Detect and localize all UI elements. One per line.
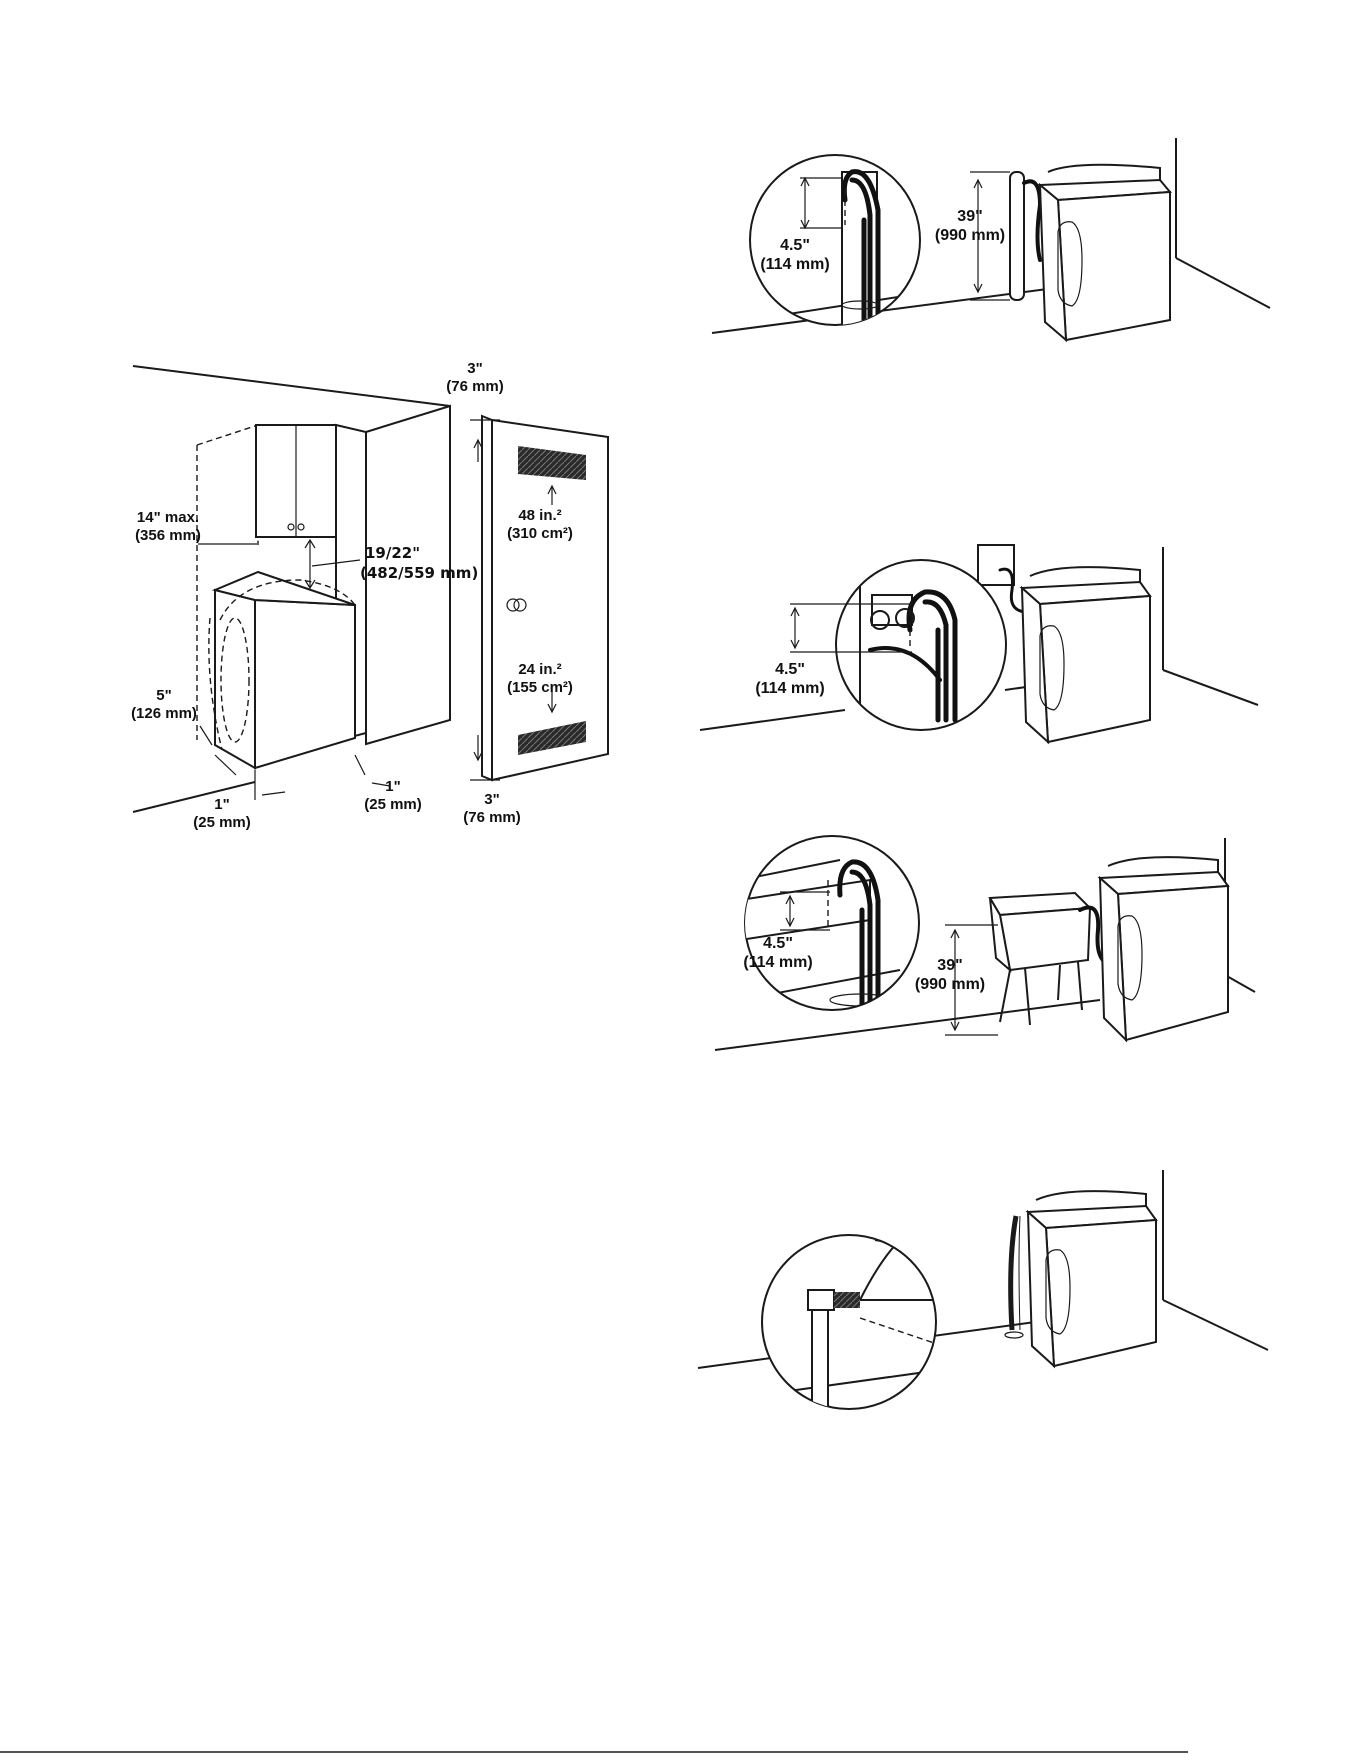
floor-drain-figure	[698, 1170, 1268, 1415]
standpipe-height: 39"	[957, 208, 982, 225]
door-top-margin-mm: (76 mm)	[446, 378, 504, 395]
washer-floor-drain	[1028, 1191, 1156, 1366]
top-vent-area-metric: (310 cm²)	[507, 525, 573, 542]
wall-drain-detail-circle	[836, 560, 1006, 730]
door-bottom-margin-mm: (76 mm)	[463, 809, 521, 826]
laundry-tub-insert-depth: 4.5"	[763, 935, 793, 952]
standpipe-height-mm: (990 mm)	[935, 227, 1005, 244]
standpipe	[1010, 172, 1024, 300]
washer-in-closet	[209, 572, 355, 768]
wall-drain-insert-depth-mm: (114 mm)	[755, 680, 824, 697]
bottom-vent-area: 24 in.²	[518, 661, 561, 678]
washer-laundry-tub	[1100, 857, 1228, 1040]
standpipe-insert-depth-mm: (114 mm)	[760, 256, 829, 273]
left-gap: 1"	[214, 796, 229, 813]
wall-drain-insert-depth: 4.5"	[775, 661, 805, 678]
cabinet-clearance-mm: (482/559 mm)	[360, 564, 478, 582]
right-gap-mm: (25 mm)	[364, 796, 422, 813]
wall-drain-figure	[700, 545, 1258, 742]
shelf-clearance: 14" max.	[137, 509, 199, 526]
side-clearance-mm: (126 mm)	[131, 705, 197, 722]
shelf-clearance-mm: (356 mm)	[135, 527, 201, 544]
bottom-vent-area-metric: (155 cm²)	[507, 679, 573, 696]
top-vent-area: 48 in.²	[518, 507, 561, 524]
cabinet-clearance: 19/22"	[365, 544, 420, 562]
closet-door-edge	[482, 416, 492, 780]
washer-standpipe	[1040, 165, 1170, 340]
laundry-tub-height: 39"	[937, 957, 962, 974]
door-top-margin: 3"	[467, 360, 482, 377]
washer-wall-drain	[1022, 567, 1150, 742]
closet-installation-figure	[133, 366, 608, 812]
side-clearance: 5"	[156, 687, 171, 704]
standpipe-detail-circle	[750, 155, 920, 325]
wall-drain-box	[978, 545, 1014, 585]
door-bottom-margin: 3"	[484, 791, 499, 808]
laundry-tub-height-mm: (990 mm)	[915, 976, 985, 993]
laundry-tub-figure	[715, 836, 1255, 1050]
standpipe-insert-depth: 4.5"	[780, 237, 810, 254]
laundry-tub	[990, 893, 1090, 1025]
left-gap-mm: (25 mm)	[193, 814, 251, 831]
right-gap: 1"	[385, 778, 400, 795]
laundry-tub-insert-depth-mm: (114 mm)	[743, 954, 812, 971]
